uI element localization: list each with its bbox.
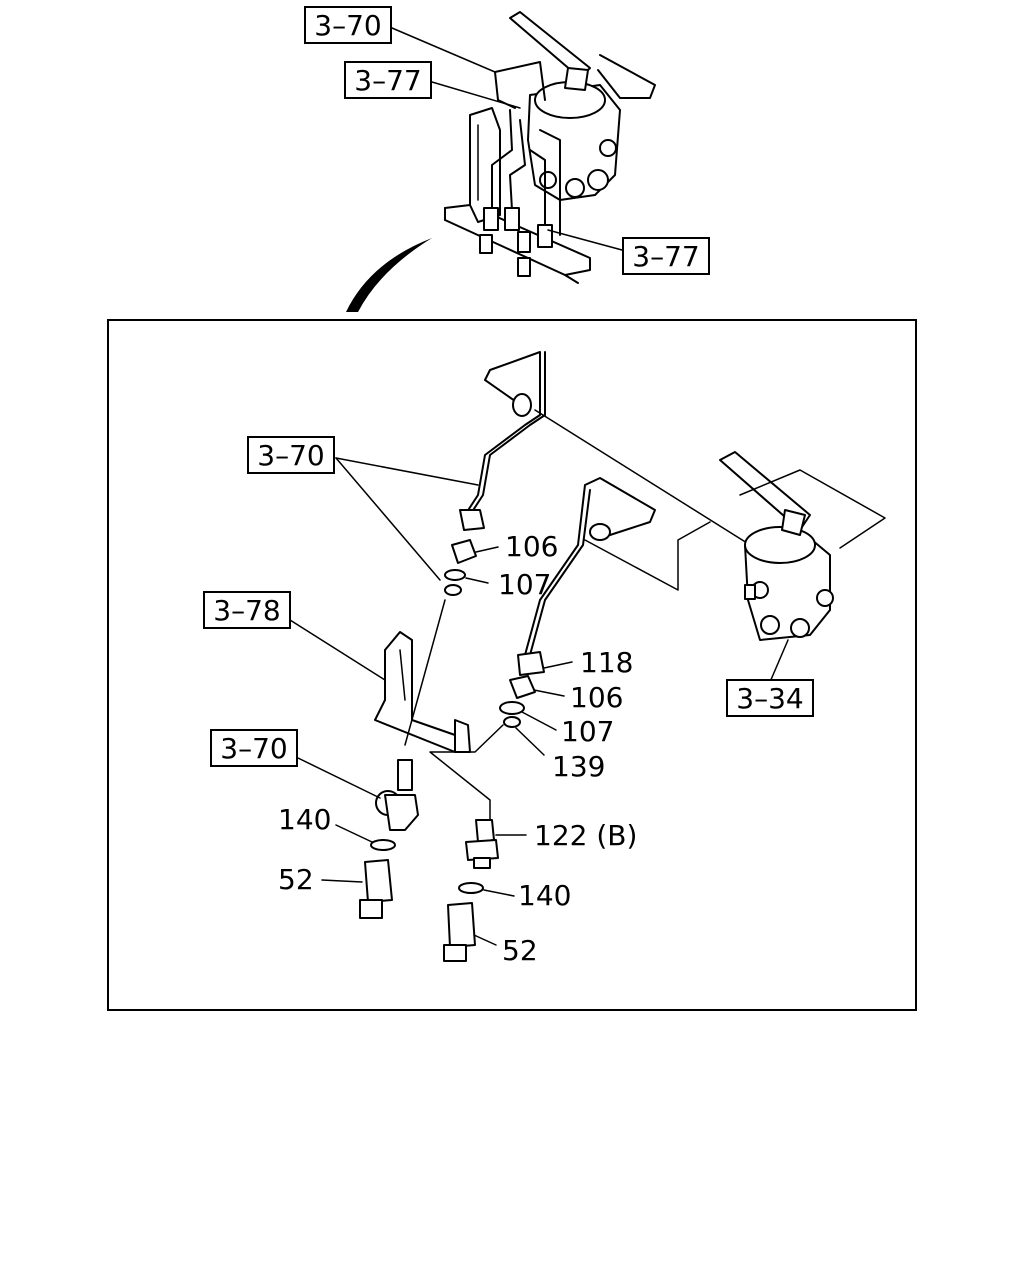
callout-140-right: 140	[518, 879, 571, 912]
svg-text:3–34: 3–34	[736, 682, 803, 715]
overview-assembly	[346, 11, 656, 312]
callout-top-3-77-upper: 3–77	[344, 61, 432, 99]
callout-3-78: 3–78	[203, 591, 291, 629]
svg-text:3–70: 3–70	[314, 9, 381, 42]
detail-frame	[107, 319, 917, 1011]
callout-3-34: 3–34	[726, 679, 814, 717]
svg-text:3–78: 3–78	[213, 594, 280, 627]
callout-140-left: 140	[278, 803, 331, 836]
callout-118: 118	[580, 646, 633, 679]
callout-52-right: 52	[502, 934, 538, 967]
callout-139: 139	[552, 750, 605, 783]
svg-text:3–70: 3–70	[257, 439, 324, 472]
callout-107-upper: 107	[498, 568, 551, 601]
callout-top-3-70: 3–70	[304, 6, 392, 44]
svg-text:3–77: 3–77	[354, 64, 421, 97]
svg-text:3–70: 3–70	[220, 732, 287, 765]
detail-assembly	[289, 351, 886, 962]
callout-3-70-upper: 3–70	[247, 436, 335, 474]
callout-107-lower: 107	[561, 715, 614, 748]
svg-text:3–77: 3–77	[632, 240, 699, 273]
callout-106-lower: 106	[570, 681, 623, 714]
callout-106-upper: 106	[505, 530, 558, 563]
callout-52-left: 52	[278, 863, 314, 896]
callout-122b: 122 (B)	[534, 819, 637, 852]
callout-3-70-lower: 3–70	[210, 729, 298, 767]
callout-top-3-77-lower: 3–77	[622, 237, 710, 275]
